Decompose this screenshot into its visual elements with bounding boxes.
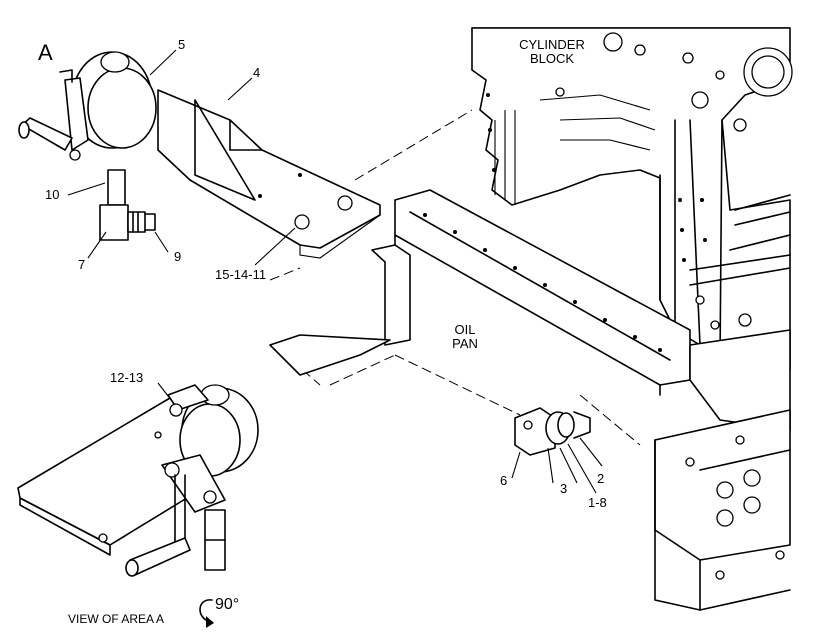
callout-4: 4 xyxy=(253,65,261,80)
oil-pan-rail xyxy=(394,189,691,396)
callout-7: 7 xyxy=(78,257,86,272)
oil-pan-label: OIL PAN xyxy=(440,323,490,351)
callout-15-14-11: 15-14-11 xyxy=(215,267,267,282)
callout-1-8: 1-8 xyxy=(588,495,607,510)
rotation-label: 90° xyxy=(215,596,240,613)
oil-pan-label-line2: PAN xyxy=(452,336,478,351)
callout-12-13: 12-13 xyxy=(110,370,144,385)
callout-3: 3 xyxy=(560,481,568,496)
cylinder-block-label: CYLINDER BLOCK xyxy=(512,38,592,66)
hand-pump-5 xyxy=(18,51,157,161)
hose-fitting xyxy=(99,169,156,241)
bracket-4 xyxy=(157,89,381,259)
oil-pan-plate xyxy=(269,244,411,376)
rotation-arrow-icon xyxy=(199,599,214,628)
frame-rail xyxy=(654,329,791,611)
view-of-area-caption: VIEW OF AREA A xyxy=(68,612,165,626)
oil-pan-label-line1: OIL xyxy=(454,322,476,337)
view-area-a xyxy=(17,384,259,577)
callout-6: 6 xyxy=(500,473,508,488)
callout-2: 2 xyxy=(597,471,605,486)
callout-9: 9 xyxy=(174,249,182,264)
cylinder-block xyxy=(471,27,793,371)
area-a-marker: A xyxy=(38,40,53,65)
leader-lines xyxy=(67,49,603,494)
cylinder-block-label-line2: BLOCK xyxy=(529,51,575,66)
drain-fitting xyxy=(514,407,591,456)
callout-5: 5 xyxy=(178,37,186,52)
cylinder-block-label-line1: CYLINDER xyxy=(519,37,585,52)
callout-10: 10 xyxy=(45,187,60,202)
